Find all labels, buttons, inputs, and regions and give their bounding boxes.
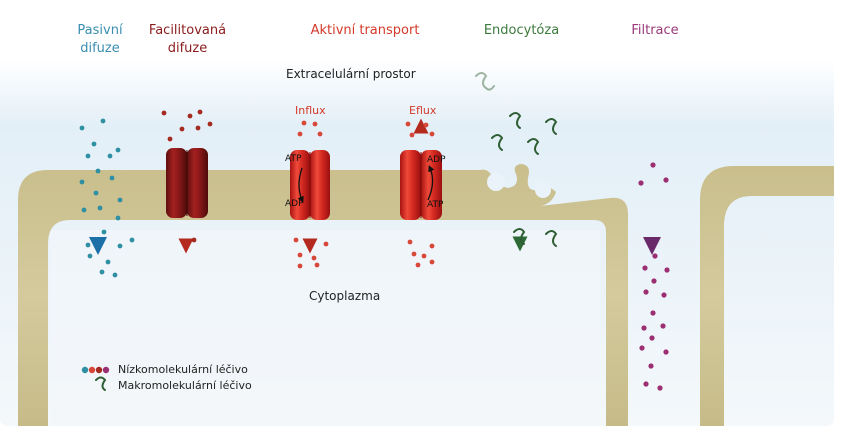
header-active-transport: Aktivní transport xyxy=(310,23,420,38)
legend-small-molecule-icon xyxy=(81,366,110,374)
eflux-atp-label: ATP xyxy=(427,200,444,210)
header-endocytosis: Endocytóza xyxy=(483,23,560,38)
header-passive-line1: Pasivní xyxy=(77,23,123,38)
influx-pump xyxy=(290,150,330,220)
eflux-adp-label: ADP xyxy=(427,155,446,165)
passive-particles xyxy=(79,118,135,278)
header-facilitated-line2: difuze xyxy=(167,41,208,56)
cytoplasm-label: Cytoplazma xyxy=(309,289,381,303)
filtration-particles xyxy=(638,162,670,391)
header-facilitated-line1: Facilitovaná xyxy=(148,23,227,38)
legend-small-molecule-label: Nízkomolekulární léčivo xyxy=(118,363,248,376)
facilitated-channel xyxy=(166,148,208,218)
legend-macromolecule-icon xyxy=(95,376,107,391)
eflux-label: Eflux xyxy=(409,104,437,117)
facilitated-particles xyxy=(161,109,213,243)
influx-adp-label: ADP xyxy=(285,199,304,209)
header-passive-line2: difuze xyxy=(80,41,120,56)
cell-membrane-right xyxy=(700,166,834,426)
legend-macromolecule-label: Makromolekulární léčivo xyxy=(118,379,252,392)
header-filtration: Filtrace xyxy=(631,23,679,38)
extracellular-label: Extracelulární prostor xyxy=(286,67,416,81)
macromolecule-icons xyxy=(475,72,558,247)
influx-particles xyxy=(293,120,329,269)
influx-atp-label: ATP xyxy=(285,154,302,164)
header-facilitated-diffusion: Facilitovaná difuze xyxy=(140,22,235,58)
eflux-pump xyxy=(400,150,442,220)
influx-label: Influx xyxy=(295,104,326,117)
eflux-particles xyxy=(405,121,435,268)
header-passive-diffusion: Pasivní difuze xyxy=(70,22,130,58)
